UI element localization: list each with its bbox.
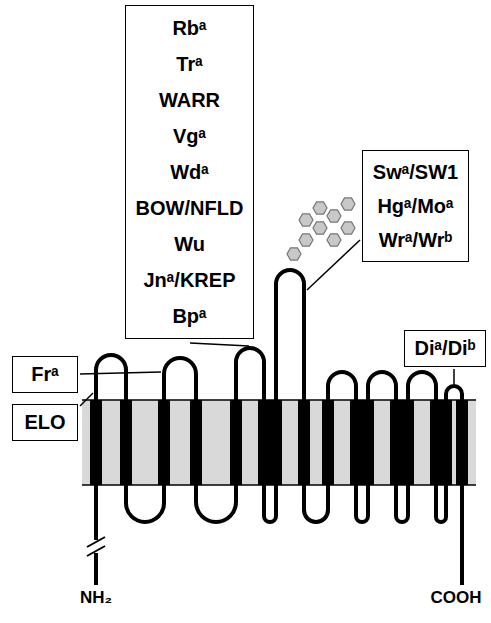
antigen-name: Frᵃ bbox=[21, 361, 69, 388]
antigen-name: ELO bbox=[21, 409, 69, 436]
antigen-box: RbᵃTrᵃWARRVgᵃWdᵃBOW/NFLDWuJnᵃ/KREPBpᵃ bbox=[125, 5, 254, 339]
antigen-name: Wu bbox=[134, 226, 245, 262]
membrane bbox=[82, 400, 476, 485]
antigen-name: Wrᵃ/Wrᵇ bbox=[371, 223, 460, 257]
antigen-name: Vgᵃ bbox=[134, 118, 245, 154]
terminus-label: NH₂ bbox=[80, 588, 112, 608]
antigen-name: Hgᵃ/Moᵃ bbox=[371, 189, 460, 223]
terminus-label: COOH bbox=[431, 588, 482, 608]
antigen-box: Diᵃ/Diᵇ bbox=[404, 330, 486, 367]
antigen-name: Jnᵃ/KREP bbox=[134, 262, 245, 298]
antigen-name: WARR bbox=[134, 82, 245, 118]
antigen-name: BOW/NFLD bbox=[134, 190, 245, 226]
antigen-name: Trᵃ bbox=[134, 46, 245, 82]
antigen-box: ELO bbox=[12, 404, 78, 441]
antigen-name: Bpᵃ bbox=[134, 298, 245, 334]
antigen-name: Diᵃ/Diᵇ bbox=[413, 335, 477, 362]
antigen-name: Rbᵃ bbox=[134, 10, 245, 46]
antigen-box: Swᵃ/SW1Hgᵃ/MoᵃWrᵃ/Wrᵇ bbox=[362, 150, 469, 262]
transmembrane-segments bbox=[90, 400, 468, 485]
antigen-name: Swᵃ/SW1 bbox=[371, 155, 460, 189]
glycan-chain bbox=[287, 198, 355, 260]
break-mark bbox=[87, 537, 105, 556]
antigen-name: Wdᵃ bbox=[134, 154, 245, 190]
antigen-box: Frᵃ bbox=[12, 356, 78, 393]
